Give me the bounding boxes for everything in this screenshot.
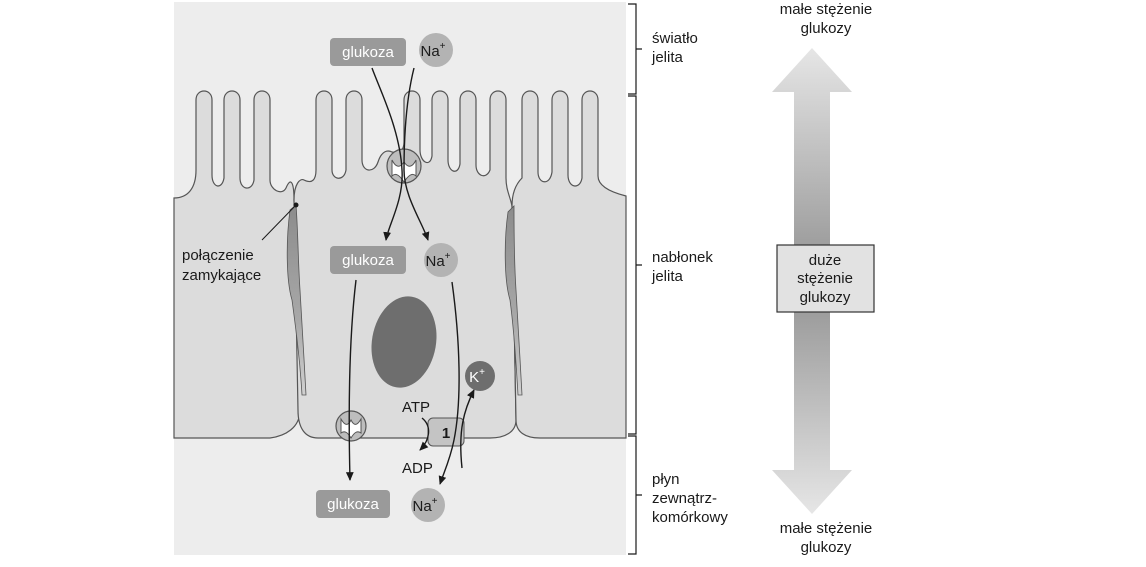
glucose-ecf: glukoza <box>316 490 390 518</box>
atp-label: ATP <box>402 399 430 416</box>
pump-number: 1 <box>442 425 450 442</box>
lumen-label-2: jelita <box>651 49 684 66</box>
svg-text:glukoza: glukoza <box>327 496 379 513</box>
svg-text:glukozy: glukozy <box>800 289 851 306</box>
glucose-lumen: glukoza <box>330 38 406 66</box>
glucose-cell: glukoza <box>330 246 406 274</box>
flow-arrows <box>345 67 475 485</box>
sodium-path-apical <box>403 67 430 241</box>
bracket-epithelium <box>628 95 642 435</box>
gradient-bottom-label-2: glukozy <box>801 539 852 556</box>
bracket-lumen <box>628 3 642 95</box>
svg-text:Na+: Na+ <box>420 41 445 60</box>
gradient-bottom-label-1: małe stężenie <box>780 520 873 537</box>
svg-text:Na+: Na+ <box>412 496 437 515</box>
sodium-ion-ecf: Na+ <box>411 488 445 522</box>
svg-text:K+: K+ <box>469 367 485 386</box>
nucleus <box>371 296 437 388</box>
basolateral-transporter <box>335 410 367 442</box>
tight-junction-left <box>286 204 307 396</box>
svg-text:glukoza: glukoza <box>342 44 394 61</box>
tight-junction-right <box>504 205 523 396</box>
sodium-path-basolateral <box>438 281 460 485</box>
cell-left <box>173 90 301 439</box>
tight-junction-label-1: połączenie <box>182 247 254 264</box>
epithelium-label-1: nabłonek <box>652 249 713 266</box>
bracket-ecf <box>628 435 642 555</box>
glucose-path-apical <box>371 67 403 241</box>
high-concentration-box: duże stężenie glukozy <box>776 244 875 313</box>
sodium-ion-lumen: Na+ <box>419 33 453 67</box>
potassium-ion: K+ <box>465 361 495 391</box>
sodium-ion-cell: Na+ <box>424 243 458 277</box>
adp-label: ADP <box>402 460 433 477</box>
sodium-potassium-pump: 1 <box>427 417 465 447</box>
glucose-path-basolateral <box>345 279 357 481</box>
tight-junction-leader <box>261 204 297 241</box>
tight-junction-label-2: zamykające <box>182 267 261 284</box>
ecf-label-2: zewnątrz- <box>652 490 717 507</box>
cell-right <box>511 90 627 439</box>
lumen-label-1: światło <box>652 30 698 47</box>
gradient-top-label-1: małe stężenie <box>780 1 873 18</box>
atp-to-adp <box>419 417 430 451</box>
svg-text:Na+: Na+ <box>425 251 450 270</box>
region-brackets <box>628 3 642 555</box>
gradient-top-label-2: glukozy <box>801 20 852 37</box>
epithelium-label-2: jelita <box>651 268 684 285</box>
svg-text:glukoza: glukoza <box>342 252 394 269</box>
svg-text:duże: duże <box>809 252 842 269</box>
svg-text:stężenie: stężenie <box>797 270 853 287</box>
potassium-path <box>460 389 475 469</box>
ecf-label-3: komórkowy <box>652 509 728 526</box>
ecf-label-1: płyn <box>652 471 680 488</box>
